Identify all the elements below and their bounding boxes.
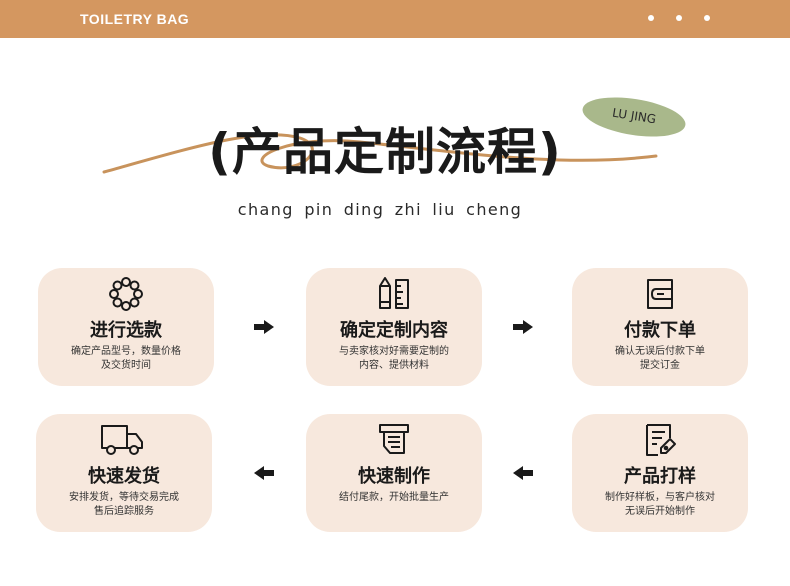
step-description: 与卖家核对好需要定制的 内容、提供材料: [320, 345, 468, 373]
brand-label: TOILETRY BAG: [80, 11, 190, 27]
desc-line: 无误后开始制作: [625, 506, 695, 517]
document-tag-icon: [646, 424, 676, 456]
right-arrow-icon: [254, 320, 274, 334]
step-description: 结付尾款，开始批量生产: [320, 491, 468, 505]
left-arrow-icon: [513, 466, 533, 480]
wallet-icon: [647, 279, 673, 309]
step-card-confirm-content: 确定定制内容 与卖家核对好需要定制的 内容、提供材料: [306, 268, 482, 386]
page-title: (产品定制流程): [208, 123, 562, 181]
step-card-pay-order: 付款下单 确认无误后付款下单 提交订金: [572, 268, 748, 386]
flower-ring-icon: [109, 277, 143, 311]
desc-line: 售后追踪服务: [94, 506, 154, 517]
desc-line: 提交订金: [640, 360, 680, 371]
step-card-sample: 产品打样 制作好样板，与客户核对 无误后开始制作: [572, 414, 748, 532]
step-title: 快速制作: [358, 466, 430, 487]
menu-dots-icon: [648, 15, 718, 23]
desc-line: 确认无误后付款下单: [615, 346, 705, 357]
step-description: 制作好样板，与客户核对 无误后开始制作: [586, 491, 734, 519]
step-description: 确定产品型号，数量价格 及交货时间: [52, 345, 200, 373]
desc-line: 确定产品型号，数量价格: [71, 346, 181, 357]
decorative-swoosh: [102, 133, 658, 174]
step-title: 快速发货: [88, 466, 160, 487]
desc-line: 制作好样板，与客户核对: [605, 492, 715, 503]
desc-line: 及交货时间: [101, 360, 151, 371]
desc-line: 安排发货，等待交易完成: [69, 492, 179, 503]
dot: [704, 15, 710, 21]
desc-line: 结付尾款，开始批量生产: [339, 492, 449, 503]
desc-line: 与卖家核对好需要定制的: [339, 346, 449, 357]
step-card-fast-shipping: 快速发货 安排发货，等待交易完成 售后追踪服务: [36, 414, 212, 532]
dot: [648, 15, 654, 21]
right-arrow-icon: [513, 320, 533, 334]
left-arrow-icon: [254, 466, 274, 480]
step-card-select-style: 进行选款 确定产品型号，数量价格 及交货时间: [38, 268, 214, 386]
step-title: 付款下单: [624, 320, 696, 341]
desc-line: 内容、提供材料: [359, 360, 429, 371]
step-description: 安排发货，等待交易完成 售后追踪服务: [50, 491, 198, 519]
step-title: 确定定制内容: [340, 320, 448, 341]
printer-icon: [379, 424, 409, 454]
step-title: 进行选款: [90, 320, 162, 341]
delivery-truck-icon: [101, 425, 143, 455]
title-pinyin: chang pin ding zhi liu cheng: [237, 200, 523, 219]
pencil-ruler-icon: [379, 277, 409, 309]
dot: [676, 15, 682, 21]
step-title: 产品打样: [624, 466, 696, 487]
top-banner: TOILETRY BAG: [0, 0, 790, 38]
step-description: 确认无误后付款下单 提交订金: [586, 345, 734, 373]
step-card-fast-production: 快速制作 结付尾款，开始批量生产: [306, 414, 482, 532]
